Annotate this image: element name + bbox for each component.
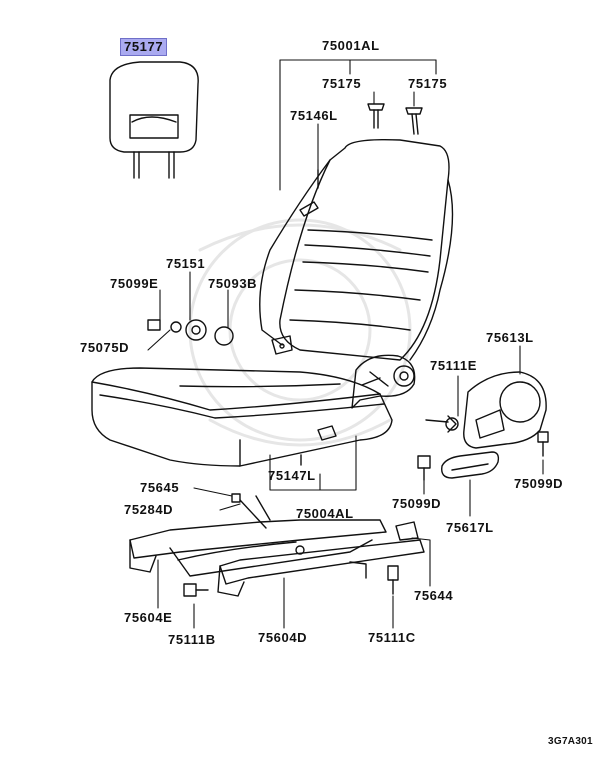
leader-lines bbox=[147, 59, 544, 629]
label-75147L[interactable]: 75147L bbox=[268, 468, 316, 483]
label-75604D[interactable]: 75604D bbox=[258, 630, 308, 645]
label-75644[interactable]: 75644 bbox=[414, 588, 454, 603]
headrest bbox=[109, 61, 199, 179]
recliner-mechanism bbox=[351, 354, 416, 409]
label-75604E[interactable]: 75604E bbox=[124, 610, 173, 625]
seat-back bbox=[259, 138, 454, 361]
label-75284D[interactable]: 75284D bbox=[124, 502, 174, 517]
seat-rails bbox=[129, 495, 425, 597]
label-75093B[interactable]: 75093B bbox=[208, 276, 258, 291]
label-75177-highlighted[interactable]: 75177 bbox=[120, 38, 168, 56]
label-75111C[interactable]: 75111C bbox=[368, 630, 416, 645]
label-75151[interactable]: 75151 bbox=[166, 256, 206, 271]
diagram-code: 3G7A301 bbox=[548, 736, 593, 747]
watermark-emblem bbox=[188, 218, 412, 447]
label-75645[interactable]: 75645 bbox=[140, 480, 180, 495]
label-75111B[interactable]: 75111B bbox=[168, 632, 216, 647]
label-75175-right[interactable]: 75175 bbox=[408, 76, 448, 91]
fasteners bbox=[147, 103, 549, 597]
label-75617L[interactable]: 75617L bbox=[446, 520, 494, 535]
label-75111E[interactable]: 75111E bbox=[430, 358, 477, 373]
label-75004AL[interactable]: 75004AL bbox=[296, 506, 354, 521]
lever-handle bbox=[441, 451, 500, 479]
side-shield bbox=[463, 371, 547, 449]
label-75075D[interactable]: 75075D bbox=[80, 340, 130, 355]
label-75175-left[interactable]: 75175 bbox=[322, 76, 362, 91]
label-75146L[interactable]: 75146L bbox=[290, 108, 338, 123]
label-75613L[interactable]: 75613L bbox=[486, 330, 534, 345]
label-75001AL[interactable]: 75001AL bbox=[322, 38, 380, 53]
seat-cushion bbox=[91, 367, 393, 467]
label-75099D-middle[interactable]: 75099D bbox=[392, 496, 442, 511]
label-75099E[interactable]: 75099E bbox=[110, 276, 159, 291]
label-75099D-right[interactable]: 75099D bbox=[514, 476, 564, 491]
